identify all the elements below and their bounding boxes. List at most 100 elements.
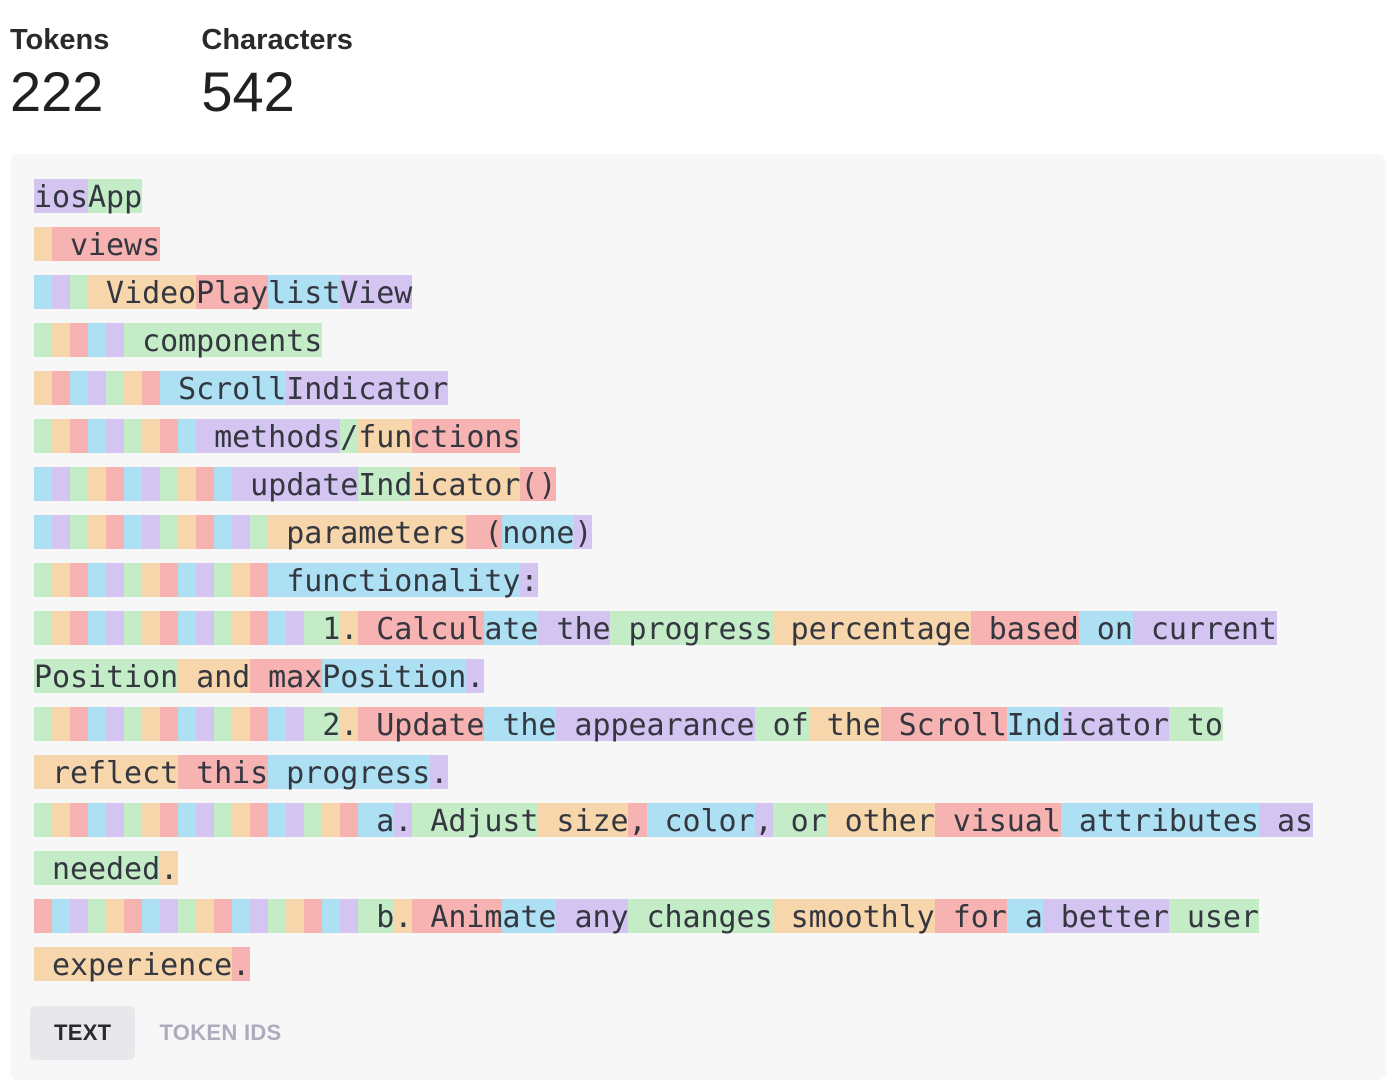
token: Play bbox=[196, 275, 269, 311]
token bbox=[70, 899, 89, 933]
token bbox=[142, 371, 161, 405]
characters-stat: Characters 542 bbox=[201, 22, 353, 124]
token-line: updateIndicator() bbox=[34, 466, 1334, 514]
token bbox=[70, 371, 89, 405]
token bbox=[70, 467, 89, 501]
token bbox=[88, 899, 107, 933]
token: percentage bbox=[772, 611, 971, 647]
token: visual bbox=[934, 803, 1061, 839]
token: Update bbox=[358, 707, 485, 743]
token bbox=[250, 803, 269, 837]
token-line: a. Adjust size, color, or other visual a… bbox=[34, 802, 1334, 850]
token: Ind bbox=[1006, 707, 1061, 743]
token bbox=[88, 707, 107, 741]
token bbox=[124, 419, 143, 453]
token bbox=[322, 899, 341, 933]
token: ios bbox=[34, 179, 89, 215]
token bbox=[250, 563, 269, 597]
token: smoothly bbox=[772, 899, 935, 935]
token bbox=[106, 371, 125, 405]
token bbox=[106, 515, 125, 549]
token bbox=[124, 611, 143, 645]
token: . bbox=[340, 611, 359, 647]
token bbox=[178, 611, 197, 645]
token bbox=[304, 803, 323, 837]
token: Ind bbox=[358, 467, 413, 503]
token: or bbox=[772, 803, 827, 839]
token: appearance bbox=[556, 707, 755, 743]
token bbox=[196, 467, 215, 501]
tokens-count: 222 bbox=[10, 60, 104, 123]
token: other bbox=[826, 803, 935, 839]
token: size bbox=[538, 803, 629, 839]
token: Indicator bbox=[286, 371, 449, 407]
token: ctions bbox=[412, 419, 521, 455]
token bbox=[268, 803, 287, 837]
token-line: parameters (none) bbox=[34, 514, 1334, 562]
token bbox=[88, 419, 107, 453]
token-line: 1. Calculate the progress percentage bas… bbox=[34, 610, 1334, 658]
token bbox=[88, 803, 107, 837]
token bbox=[142, 419, 161, 453]
token bbox=[106, 419, 125, 453]
token bbox=[88, 515, 107, 549]
token bbox=[52, 275, 71, 309]
token bbox=[232, 899, 251, 933]
token bbox=[142, 467, 161, 501]
token-line: components bbox=[34, 322, 1334, 370]
token bbox=[232, 611, 251, 645]
token-line: methods/functions bbox=[34, 418, 1334, 466]
token: . bbox=[160, 851, 179, 887]
token bbox=[196, 515, 215, 549]
token: . bbox=[232, 947, 251, 983]
token bbox=[250, 515, 269, 549]
token bbox=[124, 371, 143, 405]
token: icator bbox=[1060, 707, 1169, 743]
tokenizer-output-panel: iosApp views VideoPlaylistView component… bbox=[10, 154, 1386, 1080]
token bbox=[88, 323, 107, 357]
token-line: reflect this progress. bbox=[34, 754, 1334, 802]
token bbox=[70, 515, 89, 549]
token bbox=[142, 611, 161, 645]
token bbox=[196, 563, 215, 597]
token: needed bbox=[34, 851, 161, 887]
token: of bbox=[754, 707, 809, 743]
token bbox=[178, 707, 197, 741]
token: reflect bbox=[34, 755, 179, 791]
token bbox=[268, 899, 287, 933]
token bbox=[70, 563, 89, 597]
token bbox=[70, 611, 89, 645]
token: / bbox=[340, 419, 359, 455]
token bbox=[232, 803, 251, 837]
token bbox=[142, 803, 161, 837]
token bbox=[52, 803, 71, 837]
token bbox=[232, 515, 251, 549]
token bbox=[106, 707, 125, 741]
token bbox=[268, 611, 287, 645]
view-tabs: TEXT TOKEN IDS bbox=[30, 1006, 306, 1060]
token bbox=[88, 371, 107, 405]
token bbox=[196, 707, 215, 741]
token bbox=[340, 899, 359, 933]
token bbox=[160, 515, 179, 549]
token: current bbox=[1132, 611, 1277, 647]
token bbox=[34, 371, 53, 405]
token bbox=[52, 371, 71, 405]
token: : bbox=[520, 563, 539, 599]
tab-token-ids[interactable]: TOKEN IDS bbox=[159, 1020, 282, 1045]
token-line: experience. bbox=[34, 946, 1334, 994]
token bbox=[340, 803, 359, 837]
tab-text[interactable]: TEXT bbox=[30, 1006, 136, 1060]
token bbox=[196, 611, 215, 645]
token: () bbox=[520, 467, 557, 503]
token: attributes bbox=[1060, 803, 1259, 839]
token bbox=[52, 707, 71, 741]
token bbox=[124, 563, 143, 597]
token: ate bbox=[502, 899, 557, 935]
token bbox=[52, 467, 71, 501]
token bbox=[34, 803, 53, 837]
token bbox=[160, 707, 179, 741]
token: Position bbox=[34, 659, 179, 695]
token bbox=[286, 707, 305, 741]
token bbox=[106, 899, 125, 933]
